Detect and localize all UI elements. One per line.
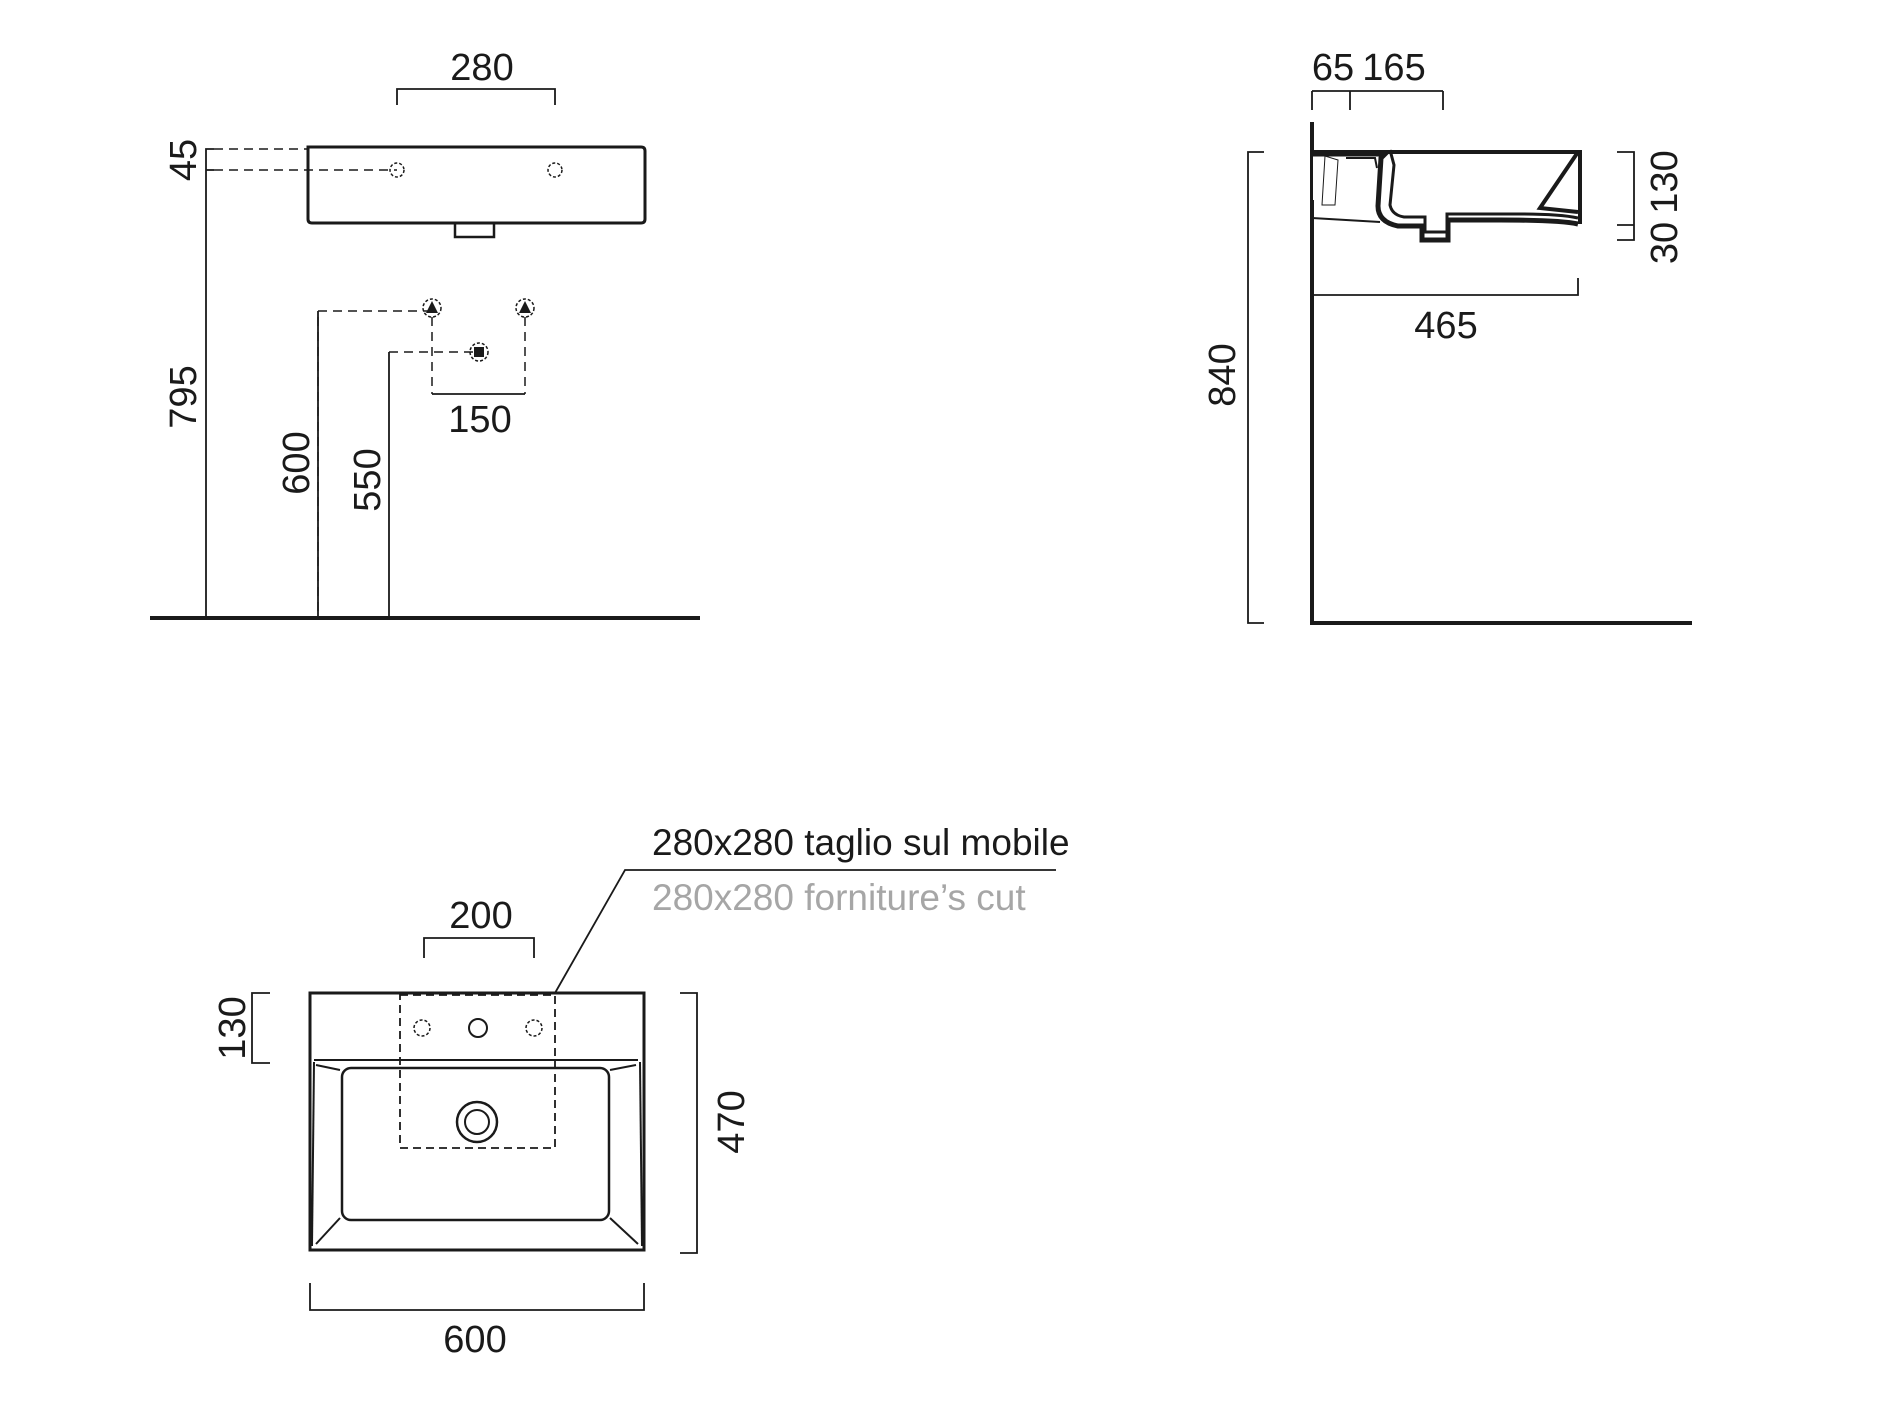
side-basin-height-label: 130 [1644, 150, 1686, 213]
front-supply-height-label: 600 [276, 431, 318, 494]
top-corner-tr [609, 1064, 637, 1071]
top-deck-depth-label: 130 [212, 996, 254, 1059]
side-tap-hole-edge [1346, 157, 1378, 169]
top-overall-width-label: 600 [443, 1319, 506, 1361]
side-depth-dimline [1312, 278, 1579, 296]
top-corner-tl [315, 1064, 341, 1071]
front-drain-symbol [469, 342, 489, 362]
side-depth-label: 465 [1414, 305, 1477, 347]
front-basin-outline [306, 145, 647, 225]
front-tap-hole-left [389, 162, 405, 178]
top-deck-depth-dimline [251, 992, 270, 1064]
top-furniture-cut [399, 994, 556, 1149]
front-tap-spacing-dimline [396, 88, 556, 105]
front-drain-height-label: 550 [347, 448, 389, 511]
top-corner-bl [315, 1217, 341, 1245]
side-basin-front-edge [1536, 150, 1580, 214]
side-total-height-dimline [1247, 151, 1264, 624]
side-basin-underside [1311, 217, 1381, 223]
side-basin-inner-profile [1313, 151, 1579, 243]
front-supply-spacing-label: 150 [448, 399, 511, 441]
side-basin-bowl-line [1388, 149, 1579, 234]
front-hole-height-label: 795 [163, 365, 205, 428]
side-rim-label: 30 [1644, 222, 1686, 264]
side-wall-fixing [1321, 155, 1339, 206]
side-basin-rim [1313, 150, 1582, 224]
top-drain-inner [464, 1109, 490, 1135]
front-view: 280 45 795 600 550 150 [150, 47, 700, 620]
top-drain-outer [455, 1100, 499, 1144]
top-bowl-outline [340, 1066, 611, 1222]
front-tap-spacing-label: 280 [450, 47, 513, 89]
top-tap-hole-left [413, 1019, 431, 1037]
front-tap-hole-right [547, 162, 563, 178]
side-tap-from-wall-label: 165 [1362, 47, 1425, 89]
side-view: 65 165 465 840 30 130 [1202, 47, 1692, 625]
side-basin-height-dimline [1617, 151, 1635, 241]
top-basin-outline [308, 991, 646, 1252]
top-note-english: 280x280 forniture’s cut [652, 877, 1026, 918]
top-tap-hole-right [525, 1019, 543, 1037]
top-overall-depth-dimline [680, 992, 698, 1254]
top-overall-width-dimline [309, 1283, 645, 1311]
front-supply-right-symbol [515, 298, 535, 318]
front-drain-outlet [453, 223, 496, 239]
top-tap-hole-center [468, 1018, 488, 1038]
top-cut-width-dimline [423, 937, 535, 958]
side-total-height-label: 840 [1202, 343, 1244, 406]
front-hole-offset-label: 45 [163, 139, 205, 181]
top-note-leader [554, 869, 1056, 994]
front-hole-height-dimline [205, 148, 214, 618]
top-note-italian: 280x280 taglio sul mobile [652, 822, 1070, 863]
top-overall-depth-label: 470 [711, 1090, 753, 1153]
front-supply-left-symbol [422, 298, 442, 318]
top-left-wall [311, 1061, 315, 1247]
top-cut-width-label: 200 [449, 895, 512, 937]
top-right-wall [639, 1061, 643, 1247]
top-corner-br [609, 1217, 639, 1245]
side-wall-offset-label: 65 [1312, 47, 1354, 89]
top-view: 200 130 470 600 280x280 taglio sul mobil… [212, 822, 1070, 1361]
